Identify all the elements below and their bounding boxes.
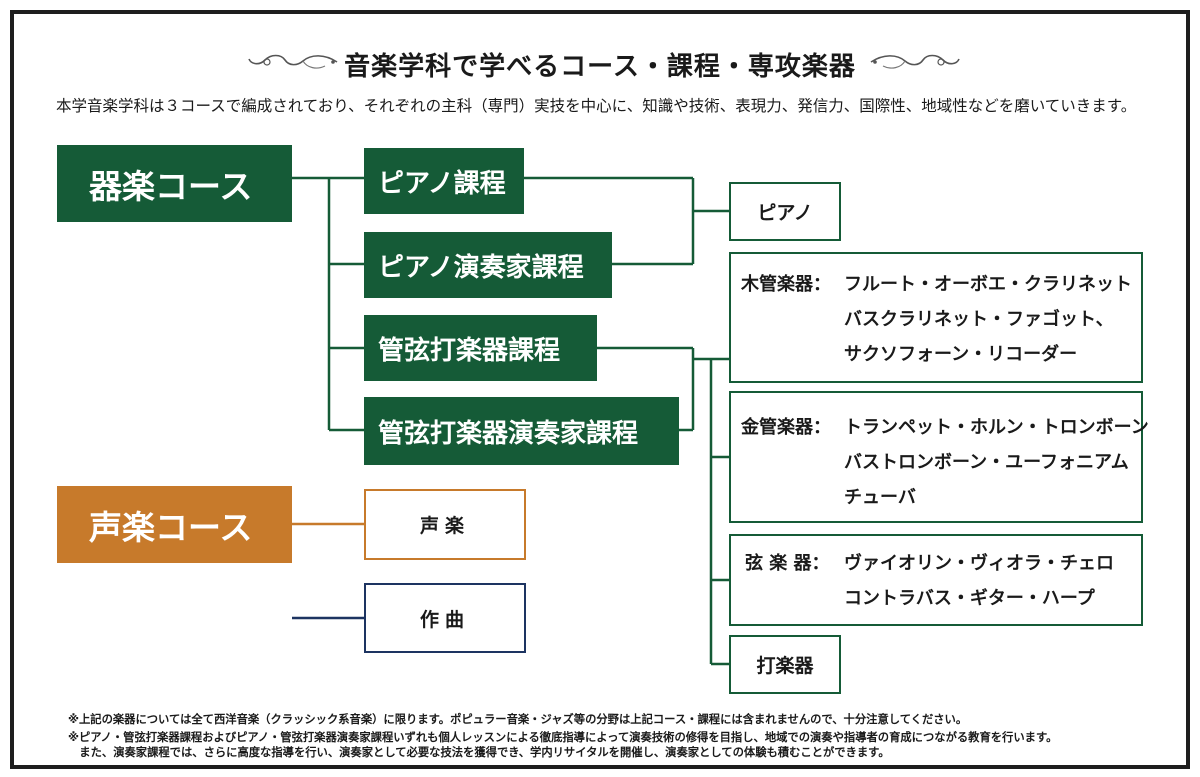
- program-piano: ピアノ課程: [364, 148, 524, 214]
- right-flourish-ornament: [870, 54, 960, 69]
- brass-line-2: バストロンボーン・ユーフォニアム: [844, 452, 1129, 473]
- program-piano-performer: ピアノ演奏家課程: [364, 232, 612, 298]
- major-percussion-label: 打楽器: [756, 655, 814, 677]
- major-piano-label: ピアノ: [757, 202, 813, 224]
- strings-category: 弦 楽 器：: [745, 553, 830, 574]
- woodwind-line-2: バスクラリネット・ファゴット、: [844, 309, 1114, 330]
- strings-line-1: ヴァイオリン・ヴィオラ・チェロ: [844, 553, 1114, 574]
- footnote-2: ※ピアノ・管弦打楽器課程およびピアノ・管弦打楽器演奏家課程いずれも個人レッスンに…: [68, 731, 1058, 744]
- major-composition: 作曲: [364, 583, 526, 653]
- course-vocal-label: 声楽コース: [89, 507, 253, 547]
- intro-text: 本学音楽学科は３コースで編成されており、それぞれの主科（専門）実技を中心に、知識…: [56, 97, 1137, 115]
- major-piano: ピアノ: [729, 182, 841, 241]
- major-vocal-label: 声楽: [419, 515, 470, 537]
- left-flourish-ornament: [248, 54, 338, 69]
- woodwind-category: 木管楽器：: [741, 274, 831, 295]
- course-vocal: 声楽コース: [57, 486, 292, 563]
- program-orchestral-performer: 管弦打楽器演奏家課程: [364, 397, 679, 465]
- page-frame: [10, 10, 1190, 769]
- woodwind-line-1: フルート・オーボエ・クラリネット: [844, 274, 1132, 295]
- major-vocal: 声楽: [364, 489, 526, 560]
- course-instrumental-label: 器楽コース: [89, 166, 253, 206]
- instrument-group-brass: 金管楽器： トランペット・ホルン・トロンボーン バストロンボーン・ユーフォニアム…: [729, 391, 1149, 523]
- program-orchestral-performer-label: 管弦打楽器演奏家課程: [378, 418, 639, 449]
- footnote-1: ※上記の楽器については全て西洋音楽（クラッシック系音楽）に限ります。ポピュラー音…: [68, 713, 968, 726]
- course-instrumental: 器楽コース: [57, 145, 292, 222]
- brass-line-1: トランペット・ホルン・トロンボーン: [844, 417, 1149, 438]
- instrument-group-strings: 弦 楽 器： ヴァイオリン・ヴィオラ・チェロ コントラバス・ギター・ハープ: [729, 534, 1143, 626]
- brass-category: 金管楽器：: [741, 417, 831, 438]
- program-piano-performer-label: ピアノ演奏家課程: [378, 252, 584, 283]
- instrument-group-woodwind: 木管楽器： フルート・オーボエ・クラリネット バスクラリネット・ファゴット、 サ…: [729, 252, 1143, 383]
- major-composition-label: 作曲: [419, 608, 470, 631]
- program-orchestral-label: 管弦打楽器課程: [378, 335, 561, 366]
- program-orchestral: 管弦打楽器課程: [364, 315, 597, 381]
- program-piano-label: ピアノ課程: [378, 168, 506, 199]
- brass-line-3: チューバ: [844, 487, 916, 508]
- footnote-3: また、演奏家課程では、さらに高度な指導を行い、演奏家として必要な技法を獲得でき、…: [68, 746, 890, 759]
- strings-line-2: コントラバス・ギター・ハープ: [844, 588, 1095, 609]
- page-title: 音楽学科で学べるコース・課程・専攻楽器: [344, 52, 856, 82]
- major-percussion: 打楽器: [729, 635, 841, 694]
- woodwind-line-3: サクソフォーン・リコーダー: [844, 344, 1078, 365]
